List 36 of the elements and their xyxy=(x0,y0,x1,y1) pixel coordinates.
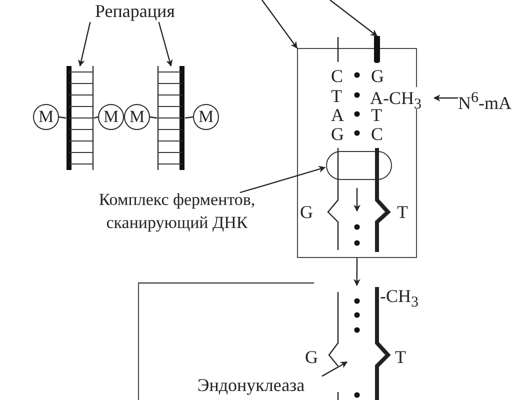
base-label: A-CH$_{3}$ xyxy=(370,87,434,109)
base-label: A xyxy=(331,106,344,124)
base-label: C xyxy=(331,67,344,85)
arrow xyxy=(158,22,173,67)
arrow xyxy=(330,0,378,36)
dna-ladder-drawing xyxy=(157,66,185,170)
base-label: G xyxy=(331,125,344,143)
base-label: T xyxy=(395,348,406,366)
connector-line xyxy=(150,116,158,119)
callout-text: Комплекс ферментов, сканирующий ДНК xyxy=(72,188,282,234)
methyl-circle: М xyxy=(33,104,59,130)
dna-ladder-drawing xyxy=(66,66,94,170)
base-label: -CH$_{3}$ xyxy=(380,287,418,311)
callout-text: Эндонуклеаза xyxy=(176,374,326,396)
arrow xyxy=(78,22,91,67)
arrow xyxy=(262,0,298,49)
dna-strand xyxy=(374,36,380,62)
base-label: G xyxy=(300,203,313,221)
connector-line xyxy=(184,116,194,119)
base-label: N$^{6}$-mA xyxy=(458,87,516,109)
base-label: G xyxy=(371,67,384,85)
callout-text: Репарация xyxy=(65,0,205,22)
methyl-circle: М xyxy=(124,104,150,130)
arrow xyxy=(433,94,458,102)
base-label: T xyxy=(331,87,342,105)
base-label: T xyxy=(397,203,408,221)
base-label: T xyxy=(371,106,382,124)
base-label: G xyxy=(305,348,318,366)
connector-line xyxy=(94,116,98,119)
methyl-circle: М xyxy=(193,104,219,130)
arrow xyxy=(353,258,360,286)
arrow xyxy=(240,166,326,194)
base-label: C xyxy=(371,125,384,143)
methyl-circle: М xyxy=(98,104,124,130)
arrow xyxy=(322,361,348,377)
connector-line xyxy=(58,116,66,119)
